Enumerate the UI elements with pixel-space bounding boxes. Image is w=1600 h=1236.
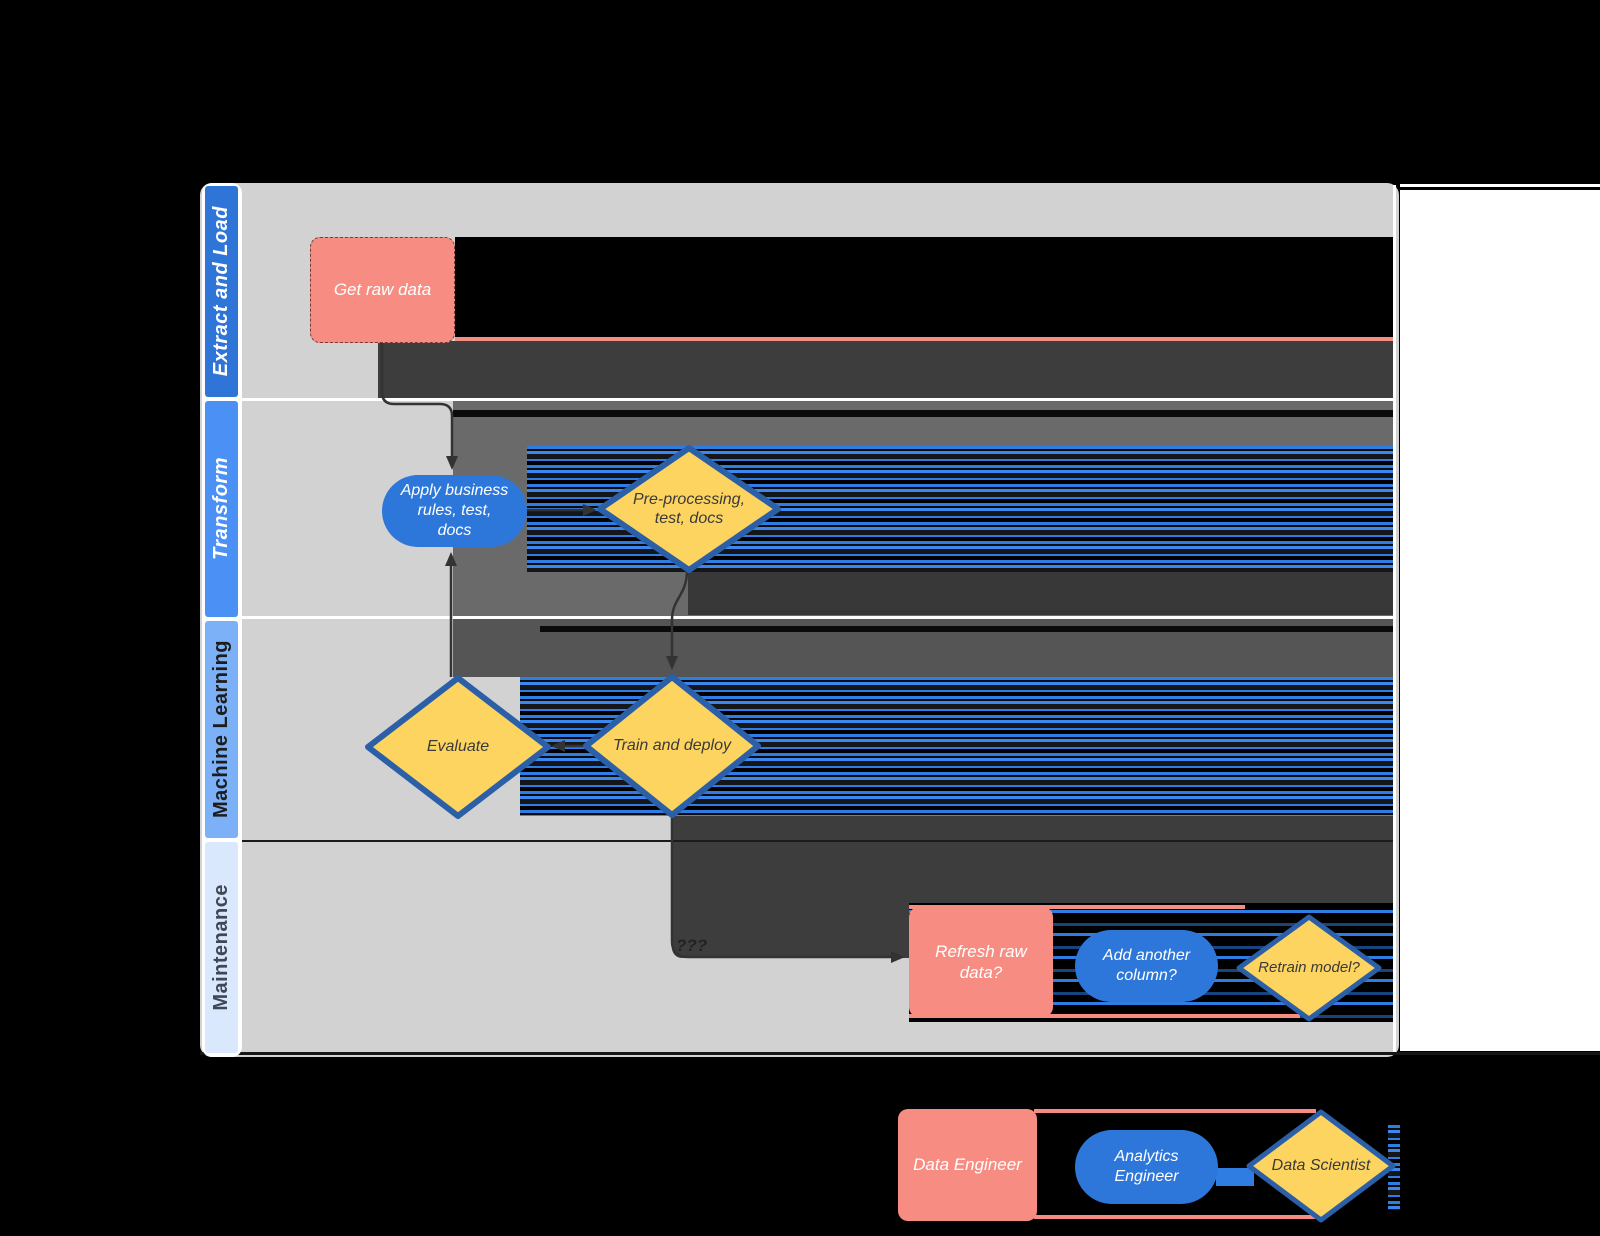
node-train-deploy-shape: [583, 674, 761, 818]
swimlane-right-border: [1393, 185, 1396, 1053]
node-refresh-raw-data: Refresh raw data?: [909, 907, 1053, 1017]
legend-analytics-engineer: Analytics Engineer: [1075, 1130, 1218, 1204]
node-evaluate-label: Evaluate: [426, 738, 490, 756]
lane-separator-1: [240, 398, 1394, 401]
legend-glitch-line-bottom: [1034, 1215, 1316, 1219]
glitch-strip-black-lane3: [540, 626, 1394, 632]
legend-data-scientist-shape: [1246, 1109, 1396, 1223]
legend-data-engineer: Data Engineer: [898, 1109, 1037, 1221]
legend-glitch-blue-band: [1216, 1168, 1254, 1186]
right-margin-top-line: [1400, 187, 1600, 190]
glitch-band-dark-lane2-bottom: [688, 572, 1394, 615]
lane-header-maintenance: Maintenance: [205, 842, 238, 1053]
node-train-deploy-label: Train and deploy: [613, 737, 731, 755]
legend-data-scientist-label: Data Scientist: [1271, 1157, 1371, 1175]
glitch-band-dark-lane3-bottom: [672, 816, 1394, 905]
glitch-band-black-lane1: [455, 237, 1394, 337]
node-pre-processing-label: Pre-processing, test, docs: [632, 490, 746, 527]
glitch-salmon-line-lane4-top: [909, 905, 1245, 909]
node-retrain-model-shape: [1236, 914, 1382, 1022]
node-add-another-column: Add another column?: [1075, 930, 1218, 1002]
arrowhead-right-preprocessing: [583, 504, 597, 516]
lane-header-transform: Transform: [205, 401, 238, 617]
node-get-raw-data: Get raw data: [310, 237, 455, 343]
arrowhead-left-evaluate: [551, 740, 565, 752]
node-retrain-model-label: Retrain model?: [1258, 959, 1360, 976]
lane-separator-2: [240, 616, 1394, 619]
node-pre-processing-shape: [597, 445, 781, 573]
arrowhead-down-train: [666, 656, 678, 670]
connector-question-label: ???: [676, 936, 708, 955]
arrowhead-down-applyrules: [446, 456, 458, 470]
arrowhead-up-applyrules: [445, 552, 457, 566]
node-apply-business-rules: Apply business rules, test, docs: [382, 475, 527, 547]
glitch-strip-black-lane2: [453, 410, 1394, 417]
glitch-salmon-line-lane4-bottom: [909, 1014, 1300, 1018]
lane-separator-3: [240, 840, 1394, 842]
connector-getraw-to-applyrules: [380, 341, 454, 458]
right-margin-white-field: [1400, 184, 1600, 1051]
node-evaluate-shape: [365, 675, 551, 819]
connector-train-to-refresh: [670, 813, 893, 959]
lane-header-extract-and-load: Extract and Load: [205, 186, 238, 397]
legend-glitch-line-top: [1034, 1109, 1316, 1113]
lane-header-machine-learning: Machine Learning: [205, 621, 238, 838]
glitch-salmon-line-lane1: [455, 337, 1394, 341]
glitch-band-dark-lane4-top: [672, 905, 909, 958]
glitch-band-dark-lane1-bottom: [378, 341, 1394, 399]
connector-preprocessing-to-train: [670, 569, 689, 658]
swimlane-bottom-border: [200, 1052, 1600, 1055]
arrowhead-right-refresh: [891, 951, 905, 963]
